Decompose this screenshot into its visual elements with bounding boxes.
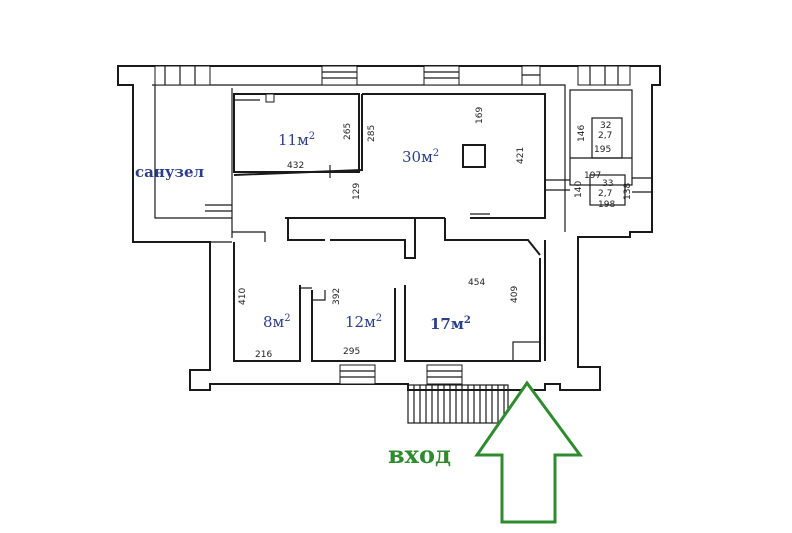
- inner-wall-top: [152, 84, 566, 238]
- dim-421: 421: [516, 147, 526, 164]
- room-label-wc: санузел: [135, 163, 205, 181]
- dim-295: 295: [343, 347, 360, 357]
- dim-285: 285: [367, 125, 377, 142]
- dim-32: 32: [600, 121, 611, 131]
- dim-27b: 2,7: [598, 189, 612, 199]
- corridor-walls: [285, 217, 541, 259]
- dim-138: 138: [623, 183, 633, 200]
- dim-392: 392: [332, 288, 342, 305]
- entrance-label: вход: [388, 440, 451, 469]
- dim-169: 169: [475, 107, 485, 124]
- dim-454: 454: [468, 278, 485, 288]
- dim-146: 146: [577, 125, 587, 142]
- room-label-11: 11м2: [278, 131, 315, 149]
- dim-27a: 2,7: [598, 131, 612, 141]
- dim-409: 409: [510, 286, 520, 303]
- bottom-windows: [339, 364, 463, 385]
- dim-195: 195: [594, 145, 611, 155]
- room-30-walls: [233, 93, 546, 219]
- door-17: [512, 341, 541, 362]
- room-label-17: 17м2: [430, 315, 471, 333]
- dim-140: 140: [574, 181, 584, 198]
- lower-walls: [233, 240, 546, 362]
- entrance-stairs: [407, 384, 509, 424]
- column: [462, 144, 486, 168]
- dim-216: 216: [255, 350, 272, 360]
- room-label-30: 30м2: [402, 148, 439, 166]
- dim-265: 265: [343, 123, 353, 140]
- outer-wall: [117, 65, 661, 391]
- dim-410: 410: [238, 288, 248, 305]
- dim-33: 33: [602, 179, 613, 189]
- room-label-8: 8м2: [263, 313, 291, 331]
- right-rooms: [545, 89, 652, 206]
- dim-197: 197: [584, 171, 601, 181]
- dim-198: 198: [598, 200, 615, 210]
- dim-432: 432: [287, 161, 304, 171]
- room-label-12: 12м2: [345, 313, 382, 331]
- top-windows: [154, 65, 631, 86]
- dim-129: 129: [352, 183, 362, 200]
- entrance-arrow: [474, 380, 583, 524]
